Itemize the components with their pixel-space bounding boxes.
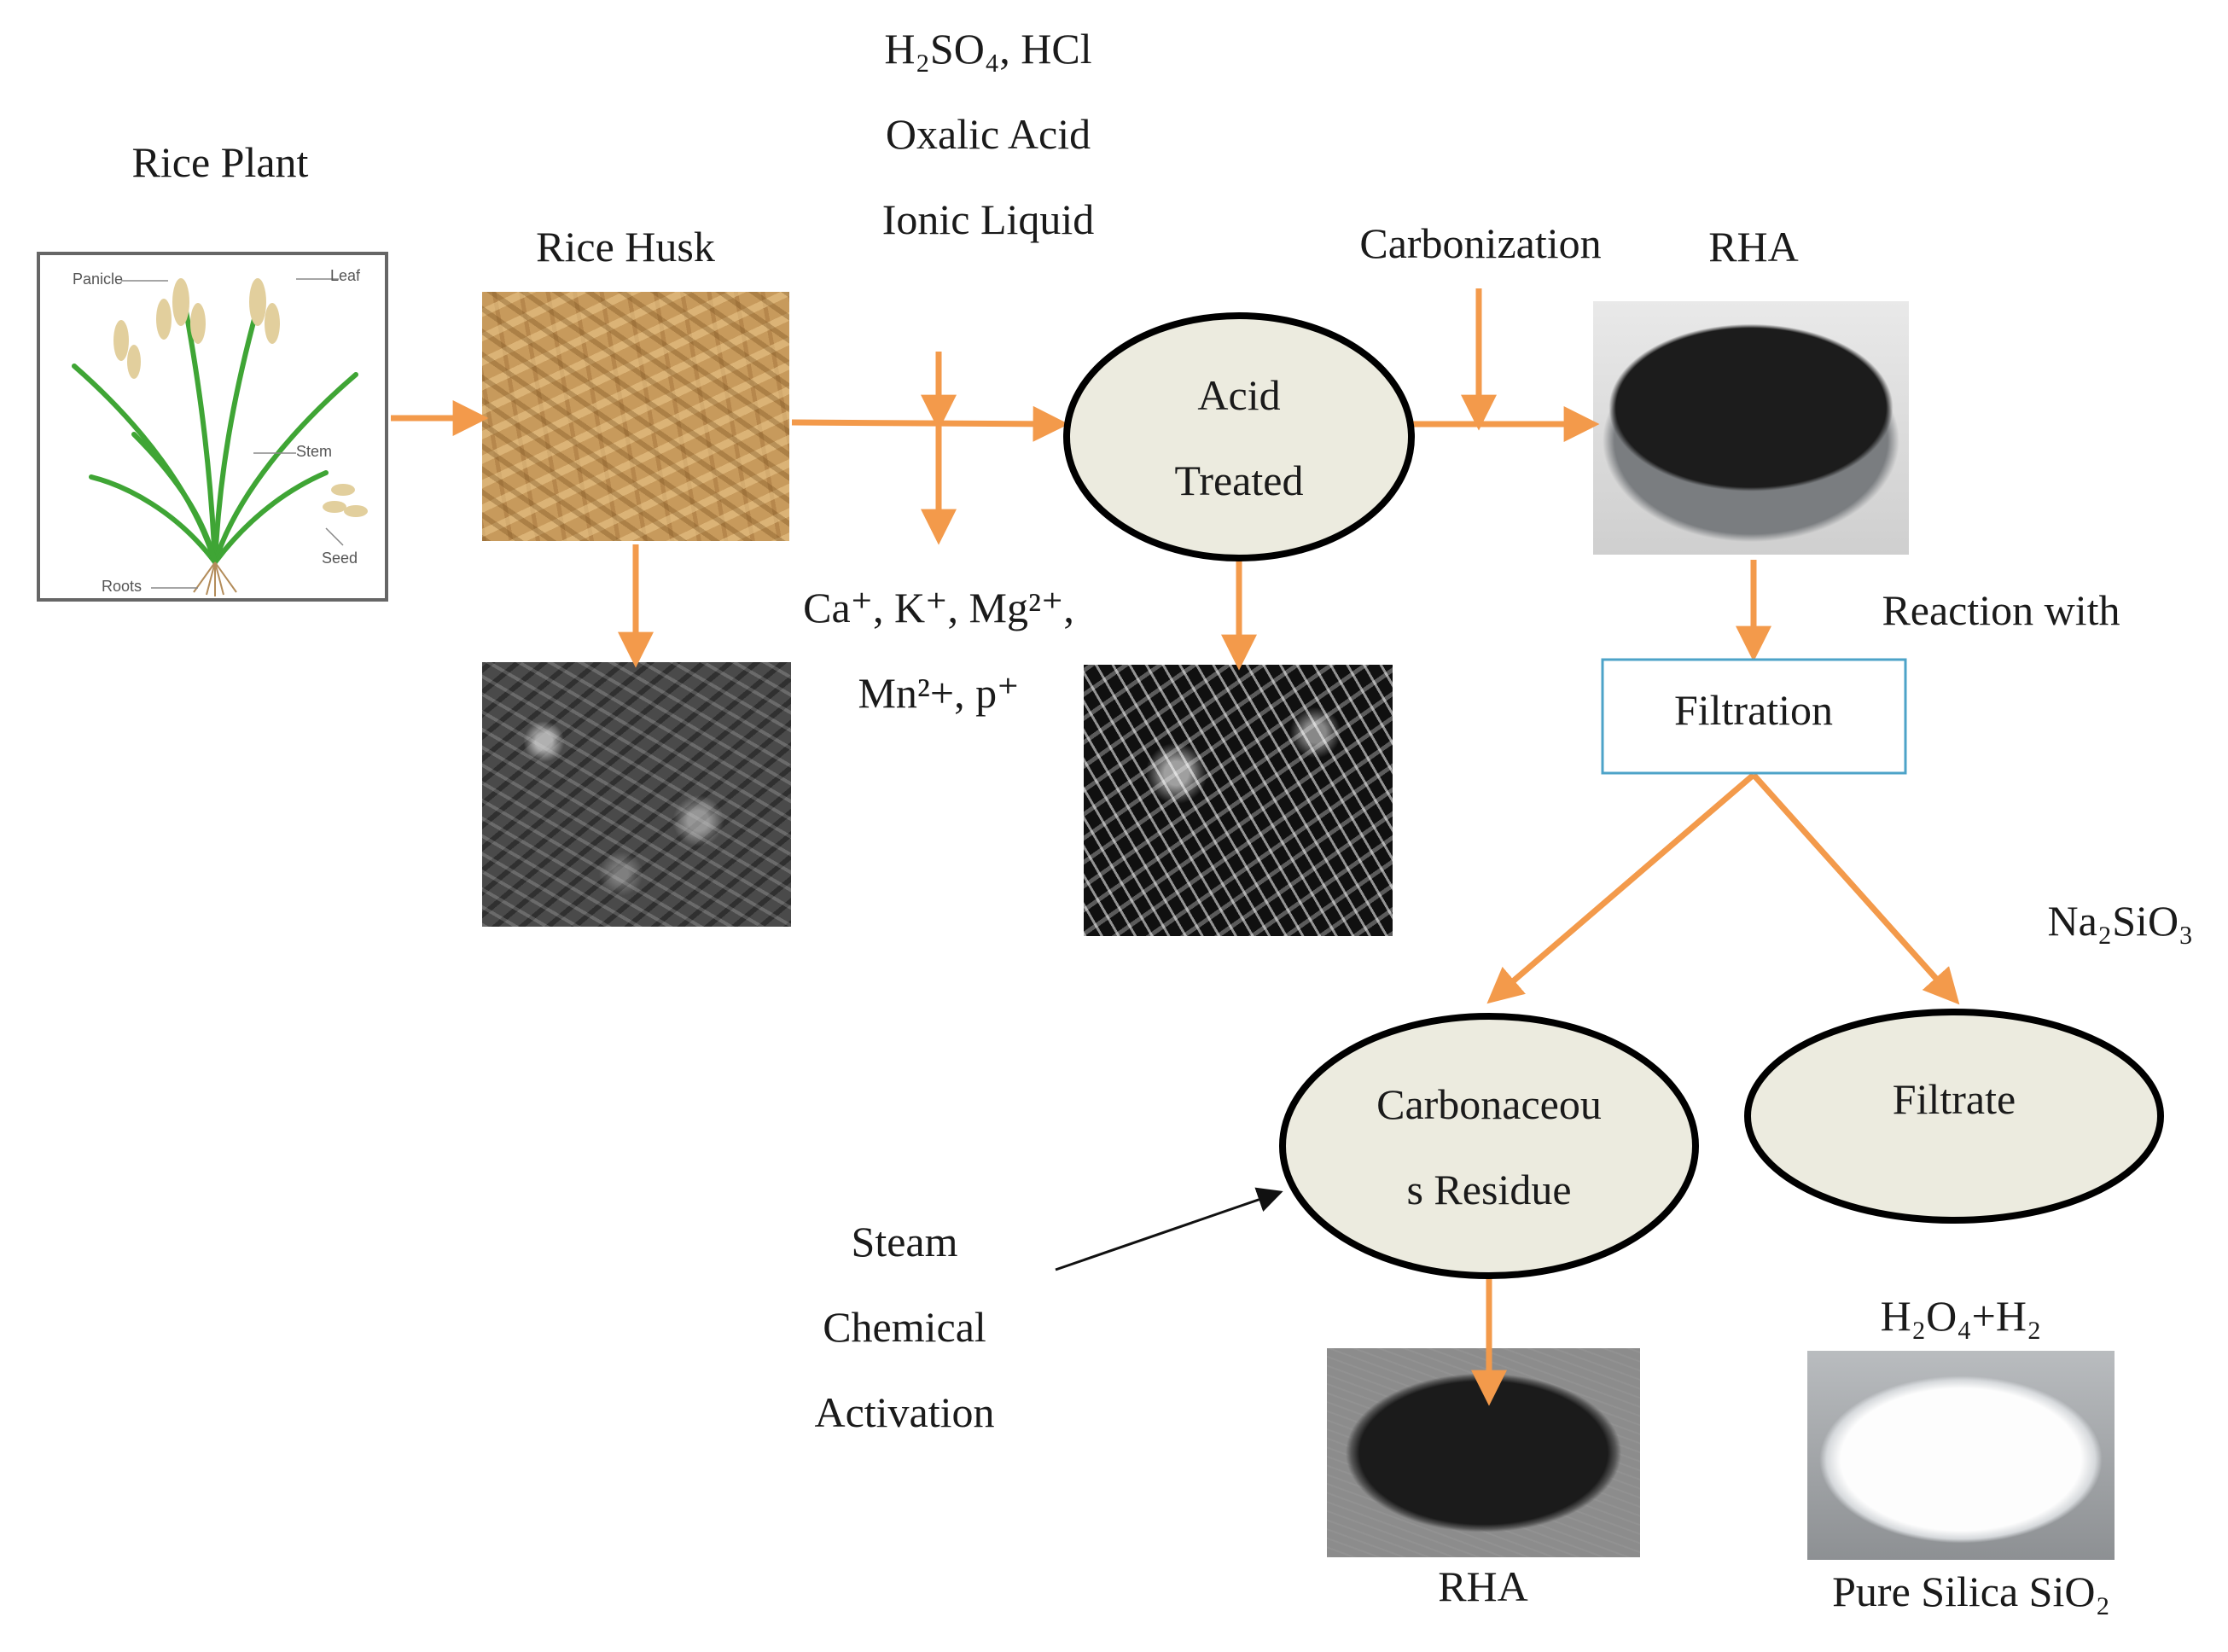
sodium-silicate-label: Na₂SiO₃	[2047, 897, 2194, 945]
arrow-husk-to-acid	[791, 405, 1069, 442]
h2o4-h2-label: H₂O₄+H₂	[1880, 1292, 2042, 1340]
filtrate-label: Filtrate	[1892, 1075, 2016, 1123]
rha-bottom-label: RHA	[1438, 1562, 1528, 1610]
carbonaceous-label-2: s Residue	[1406, 1166, 1572, 1213]
filtrate-node	[1744, 1009, 2164, 1224]
chemical-label: Chemical	[823, 1303, 986, 1351]
removed-ions-label-1: Ca⁺, K⁺, Mg²⁺,	[803, 584, 1074, 631]
arrow-filtration-to-filtrate	[1751, 772, 1960, 1005]
rice-husk-label: Rice Husk	[536, 223, 715, 270]
steam-label: Steam	[851, 1218, 958, 1265]
rice-plant-icon	[72, 278, 368, 596]
rice-plant-illustration: Panicle Leaf Stem Seed Roots	[37, 252, 388, 602]
arrow-filtration-to-residue	[1486, 772, 1756, 1004]
plant-label-panicle: Panicle	[73, 270, 124, 288]
acids-label-2: Oxalic Acid	[885, 110, 1091, 158]
carbonaceous-residue-node	[1279, 1013, 1699, 1279]
acid-treated-sem-image	[1084, 665, 1393, 936]
plant-label-seed: Seed	[322, 550, 358, 567]
acid-treated-label-2: Treated	[1174, 457, 1304, 504]
pure-silica-photo	[1807, 1351, 2115, 1560]
acids-label-1: H₂SO₄, HCl	[884, 25, 1092, 73]
filtration-label: Filtration	[1673, 686, 1834, 734]
pure-silica-label: Pure Silica SiO₂	[1832, 1568, 2110, 1615]
plant-label-stem: Stem	[296, 443, 333, 460]
arrow-activation-to-residue	[1055, 1187, 1283, 1271]
rice-husk-photo	[482, 292, 789, 541]
rice-husk-sem-image	[482, 662, 791, 927]
acids-label-3: Ionic Liquid	[881, 195, 1095, 243]
plant-label-roots: Roots	[102, 578, 143, 595]
rha-dish-photo	[1593, 301, 1909, 555]
activation-label: Activation	[814, 1388, 995, 1436]
carbonization-label: Carbonization	[1359, 219, 1602, 267]
acid-treated-node	[1063, 312, 1415, 561]
rice-plant-label: Rice Plant	[131, 138, 309, 186]
rha-top-label: RHA	[1708, 223, 1799, 270]
reaction-with-label: Reaction with	[1882, 586, 2120, 634]
acid-treated-label-1: Acid	[1197, 371, 1281, 419]
plant-label-leaf: Leaf	[330, 267, 361, 284]
carbonaceous-label-1: Carbonaceou	[1376, 1080, 1602, 1128]
filtration-node	[1601, 658, 1907, 775]
removed-ions-label-2: Mn²+, p⁺	[858, 669, 1020, 717]
